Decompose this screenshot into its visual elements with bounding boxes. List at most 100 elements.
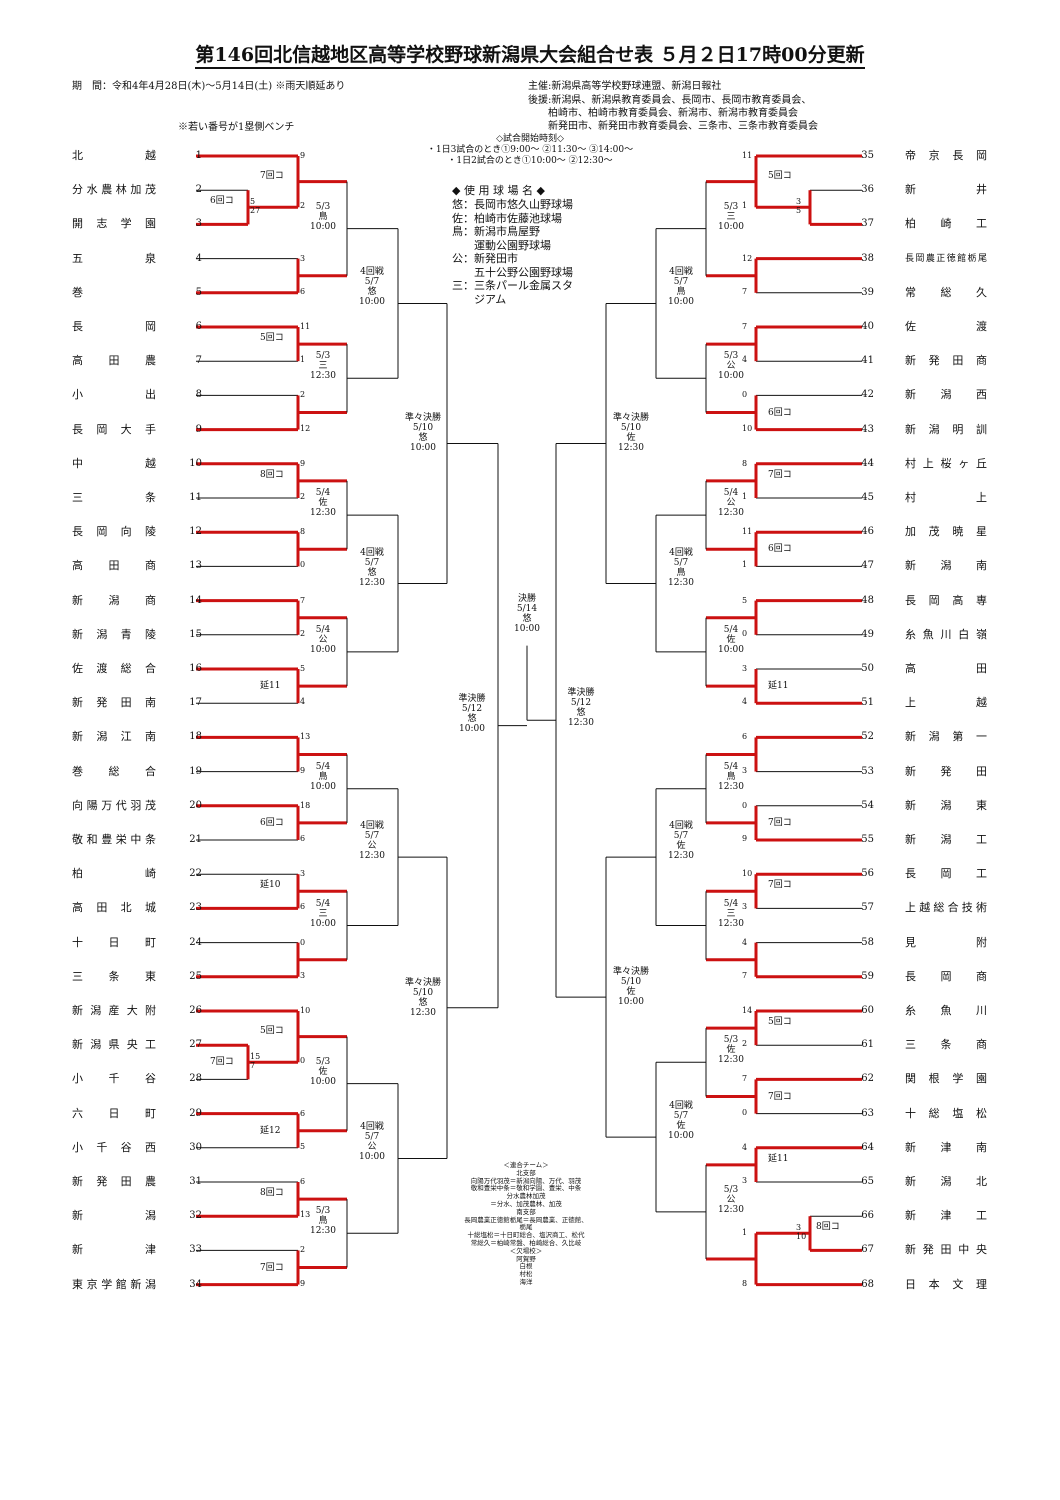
qf-label-right: 準々決勝 5/10 佐 10:00 — [612, 967, 649, 1008]
r2-left-6-score-top: 10 — [300, 1006, 311, 1015]
seed-number-left: 23 — [189, 902, 202, 914]
seed-number-right: 63 — [861, 1107, 874, 1119]
r2-left-7-score-bottom: 13 — [300, 1210, 311, 1220]
round-label-right: 5/3 公 12:30 — [718, 1184, 744, 1215]
r2-right-note-5: 7回コ — [768, 880, 792, 891]
seed-number-left: 2 — [195, 184, 202, 196]
r2b-right-0-score-bottom: 7 — [742, 286, 748, 296]
round4-label-left: 4回戦 5/7 公 12:30 — [359, 821, 385, 862]
r2-right-4-score-bottom: 3 — [742, 765, 748, 775]
round-label-right: 5/4 鳥 12:30 — [718, 761, 744, 792]
r2-right-3-score-bottom: 0 — [742, 628, 748, 638]
r2-left-4-score-top: 13 — [300, 732, 311, 742]
organizers-text: 主催:新潟県高等学校野球連盟、新潟日報社 — [528, 81, 722, 92]
team-name-right: 新潟明訓 — [905, 422, 987, 436]
seed-number-right: 46 — [861, 526, 874, 538]
qf-label-left: 準々決勝 5/10 悠 12:30 — [404, 977, 441, 1018]
r2b-left-5-score-top: 0 — [300, 937, 306, 947]
team-name-left: 柏崎 — [72, 867, 156, 881]
r2-right-7-score-top: 4 — [742, 1142, 748, 1152]
team-name-left: 中越 — [72, 456, 156, 470]
r1-left-a-score-top: 5 — [250, 197, 256, 207]
team-name-right: 常総久 — [905, 285, 987, 299]
team-name-right: 新潟西 — [905, 388, 987, 402]
r1-right-b-note: 8回コ — [816, 1222, 840, 1233]
team-name-right: 柏崎工 — [905, 217, 987, 231]
team-name-right: 新津工 — [905, 1209, 987, 1223]
r2-left-note-6: 5回コ — [260, 1025, 284, 1036]
team-name-left: 長岡大手 — [72, 422, 156, 436]
team-name-left: 新潟青陵 — [72, 627, 156, 641]
r2-right-4-score-top: 6 — [742, 732, 748, 742]
seed-number-left: 22 — [189, 868, 202, 880]
team-name-left: 高田商 — [72, 559, 156, 573]
r1-right-b-score-top: 3 — [796, 1223, 802, 1233]
team-name-right: 新潟東 — [905, 798, 987, 812]
r2b-left-2-score-bottom: 0 — [300, 560, 306, 570]
r1-right-b-score-bottom: 10 — [796, 1232, 807, 1242]
team-name-right: 長岡商 — [905, 969, 987, 983]
r2-right-7-score-bottom: 3 — [742, 1176, 748, 1185]
sponsors-text: 後援:新潟県、新潟県教育委員会、長岡市、長岡市教育委員会、 柏崎市、柏崎市教育委… — [528, 95, 818, 132]
r2-left-4-score-bottom: 9 — [300, 765, 306, 775]
r2b-right-3-score-bottom: 4 — [742, 697, 748, 707]
r2b-right-1-score-top: 0 — [742, 390, 748, 400]
seed-number-left: 29 — [189, 1107, 202, 1119]
r2-left-0-score-bottom: 2 — [300, 201, 306, 211]
team-name-left: 新潟産大附 — [72, 1004, 156, 1017]
r2b-right-1-score-bottom: 10 — [742, 423, 753, 433]
qf-label-right: 準々決勝 5/10 佐 12:30 — [612, 413, 649, 454]
r2b-left-6-score-bottom: 5 — [300, 1141, 306, 1151]
r2-right-0-score-top: 11 — [742, 151, 753, 160]
round4-label-right: 4回戦 5/7 鳥 12:30 — [668, 547, 694, 588]
seed-number-left: 12 — [189, 526, 202, 538]
round-label-left: 5/3 佐 10:00 — [310, 1056, 336, 1087]
seed-number-left: 3 — [195, 218, 202, 230]
team-name-left: 巻総合 — [72, 764, 156, 778]
team-name-right: 新発田 — [905, 764, 987, 778]
seed-number-left: 31 — [189, 1176, 202, 1187]
team-name-left: 向陽万代羽茂 — [72, 798, 156, 812]
team-name-left: 長岡 — [72, 320, 156, 333]
seed-number-left: 25 — [189, 970, 202, 982]
team-name-left: 分水農林加茂 — [72, 183, 156, 197]
seed-number-right: 43 — [861, 423, 874, 435]
team-name-right: 糸魚川白嶺 — [905, 627, 987, 641]
team-name-left: 佐渡総合 — [72, 662, 156, 675]
round-label-left: 5/4 佐 12:30 — [310, 488, 336, 519]
r2-right-5-score-bottom: 3 — [742, 902, 748, 912]
seed-number-right: 51 — [861, 697, 874, 709]
r2b-right-note-6: 7回コ — [768, 1091, 792, 1102]
team-name-right: 高田 — [905, 662, 987, 675]
team-name-right: 見附 — [905, 935, 987, 949]
team-name-left: 小千谷西 — [72, 1140, 156, 1154]
seed-number-left: 34 — [189, 1278, 202, 1290]
r1-left-b-score-bottom: 7 — [250, 1061, 256, 1071]
team-name-left: 新発田農 — [72, 1175, 156, 1188]
seed-number-right: 65 — [861, 1176, 874, 1187]
team-name-left: 東京学館新潟 — [72, 1277, 156, 1291]
r2b-left-7-score-bottom: 9 — [300, 1278, 306, 1288]
round-label-left: 5/4 鳥 10:00 — [310, 761, 336, 792]
team-name-right: 日本文理 — [905, 1277, 987, 1291]
team-name-right: 村上桜ヶ丘 — [905, 456, 987, 470]
r2-left-6-score-bottom: 0 — [300, 1056, 306, 1066]
seed-number-left: 5 — [195, 286, 202, 298]
team-name-right: 十総塩松 — [905, 1106, 987, 1120]
r2b-left-1-score-top: 2 — [300, 390, 306, 400]
seed-number-right: 53 — [861, 765, 874, 777]
team-name-right: 上越 — [905, 696, 987, 710]
r2b-right-6-score-bottom: 0 — [742, 1107, 748, 1117]
r2b-left-6-score-top: 6 — [300, 1108, 306, 1118]
team-name-left: 高田北城 — [72, 901, 156, 915]
team-name-right: 村上 — [905, 491, 987, 504]
team-name-right: 新発田中央 — [905, 1243, 987, 1257]
seed-number-right: 35 — [861, 150, 874, 161]
seed-number-left: 20 — [189, 799, 202, 811]
team-name-left: 新津 — [72, 1243, 156, 1257]
r2b-left-4-score-bottom: 6 — [300, 834, 306, 843]
seed-number-left: 11 — [189, 492, 202, 503]
team-name-left: 新潟 — [72, 1209, 156, 1223]
r2b-right-2-score-bottom: 1 — [742, 560, 748, 570]
